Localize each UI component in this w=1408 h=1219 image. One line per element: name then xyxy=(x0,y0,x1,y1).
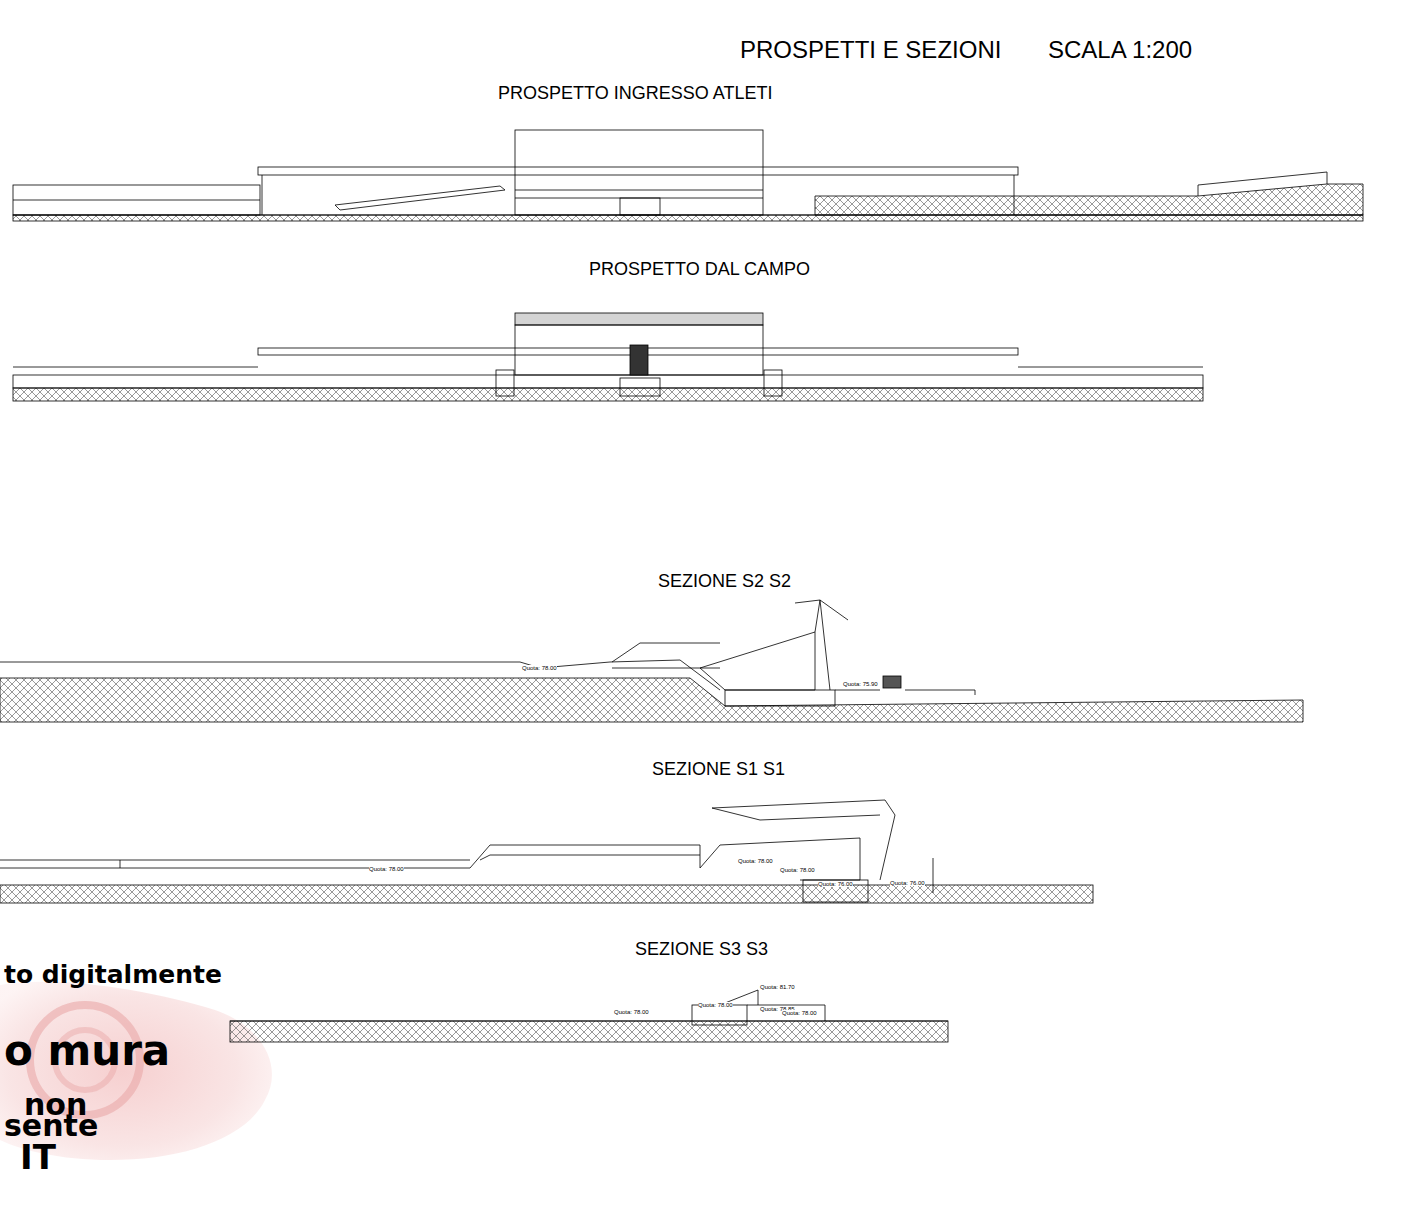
level-mark: Quota: 78.00 xyxy=(614,1009,649,1015)
section-s2 xyxy=(0,600,1303,722)
watermark-text: IT xyxy=(20,1140,56,1174)
level-mark: Quota: 78.00 xyxy=(522,665,557,671)
watermark-text: to digitalmente xyxy=(4,962,222,987)
view-title: PROSPETTO INGRESSO ATLETI xyxy=(498,84,772,102)
section-s3 xyxy=(230,990,948,1042)
view-title: SEZIONE S3 S3 xyxy=(635,940,768,958)
digital-seal xyxy=(0,982,272,1160)
watermark-text: o mura xyxy=(4,1030,170,1072)
sheet-title: PROSPETTI E SEZIONI xyxy=(740,38,1001,62)
level-mark: Quota: 78.00 xyxy=(782,1010,817,1016)
level-mark: Quota: 78.00 xyxy=(738,858,773,864)
view-title: PROSPETTO DAL CAMPO xyxy=(589,260,810,278)
scale-label: SCALA 1:200 xyxy=(1048,38,1192,62)
view-title: SEZIONE S2 S2 xyxy=(658,572,791,590)
level-mark: Quota: 81.70 xyxy=(760,984,795,990)
section-s1 xyxy=(0,800,1093,903)
level-mark: Quota: 78.00 xyxy=(698,1002,733,1008)
level-mark: Quota: 76.00 xyxy=(890,880,925,886)
level-mark: Quota: 76.00 xyxy=(818,881,853,887)
watermark-text: sente xyxy=(4,1111,98,1141)
elevation-entrance xyxy=(13,130,1363,221)
level-mark: Quota: 78.00 xyxy=(780,867,815,873)
level-mark: Quota: 75.90 xyxy=(843,681,878,687)
elevation-field xyxy=(13,313,1203,401)
view-title: SEZIONE S1 S1 xyxy=(652,760,785,778)
level-mark: Quota: 78.00 xyxy=(369,866,404,872)
